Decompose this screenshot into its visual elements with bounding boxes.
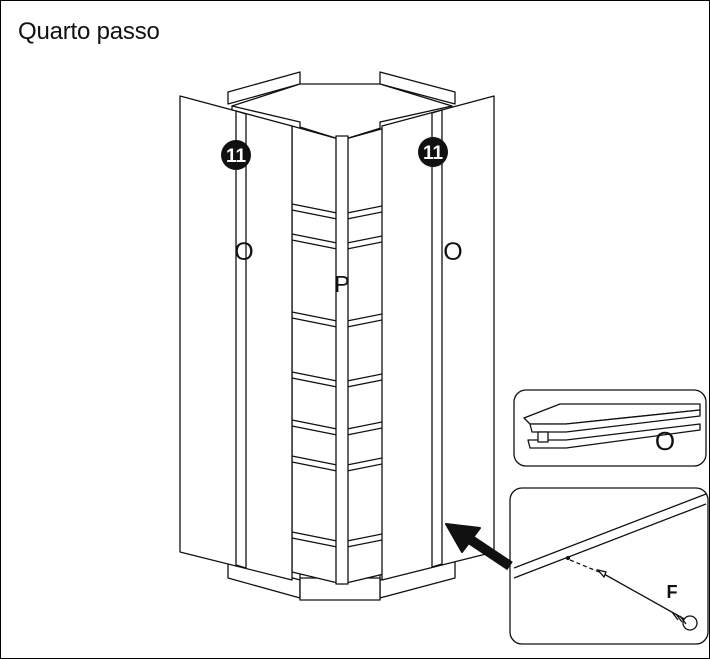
nail-head: [682, 615, 698, 631]
top-rail-right: [379, 71, 456, 105]
nail-tip: [596, 568, 607, 579]
panel-edge-line-2: [513, 503, 707, 579]
label-right-door: O: [443, 238, 462, 266]
arrow-icon: [445, 523, 513, 571]
label-profile-detail: O: [655, 426, 675, 456]
label-left-door: O: [234, 238, 253, 266]
nail-grip: [671, 611, 687, 625]
label-center-panel: P: [334, 271, 349, 297]
badge-right-text: 11: [423, 143, 444, 164]
profile-shape-bottom: [527, 423, 701, 449]
profile-web: [537, 431, 549, 443]
badge-left: 11: [221, 140, 251, 170]
badge-left-text: 11: [226, 146, 247, 167]
center-post: [335, 135, 349, 585]
nail-guide-line: [569, 559, 605, 575]
step-title: Quarto passo: [18, 18, 160, 45]
nail-detail-box: [509, 487, 709, 645]
panel-edge-line-1: [513, 493, 707, 569]
profile-shape-mid: [529, 409, 701, 433]
left-door-profile: [235, 110, 247, 569]
label-nail: F: [667, 582, 678, 602]
nail-hole-dot: [565, 555, 571, 561]
inner-back-left: [291, 125, 343, 585]
badge-right: 11: [418, 137, 448, 167]
right-door-profile: [431, 109, 443, 568]
